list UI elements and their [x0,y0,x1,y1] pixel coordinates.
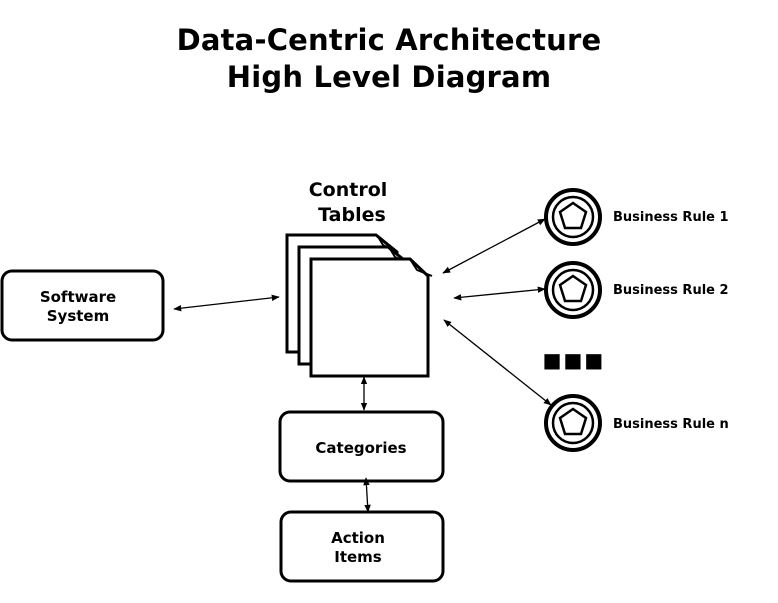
control-tables-label-line2: Tables [318,204,386,226]
pentagon-icon [558,407,588,436]
categories-node: Categories [278,410,445,483]
arrow-control-rule1 [442,218,546,274]
diagram-title-line2: High Level Diagram [226,60,552,94]
arrow-control-rulen [443,319,552,406]
diagram-title-line1: Data-Centric Architecture [176,23,602,57]
pentagon-icon [558,201,588,230]
action-items-node: Action Items [279,510,445,583]
arrow-software-control [173,294,280,312]
business-rule-n-node: Business Rule n [544,394,729,452]
ellipsis-indicator: ■■■ [543,348,606,372]
action-items-label-line2: Items [334,548,382,566]
arrow-control-rule2 [453,286,546,301]
categories-label: Categories [315,439,406,457]
business-rule-1-label: Business Rule 1 [613,210,729,225]
software-system-label-line2: System [47,307,109,325]
pentagon-icon [558,274,588,303]
software-system-label-line1: Software [40,288,116,306]
business-rule-n-label: Business Rule n [613,417,729,432]
business-rule-2-node: Business Rule 2 [544,261,729,319]
arrow-categories-action [363,477,371,513]
control-tables-stack [285,233,433,378]
action-items-label-line1: Action [331,529,385,547]
business-rule-2-label: Business Rule 2 [613,283,729,298]
business-rule-1-node: Business Rule 1 [544,188,729,246]
control-tables-label-line1: Control [309,179,388,201]
software-system-node: Software System [0,269,165,342]
